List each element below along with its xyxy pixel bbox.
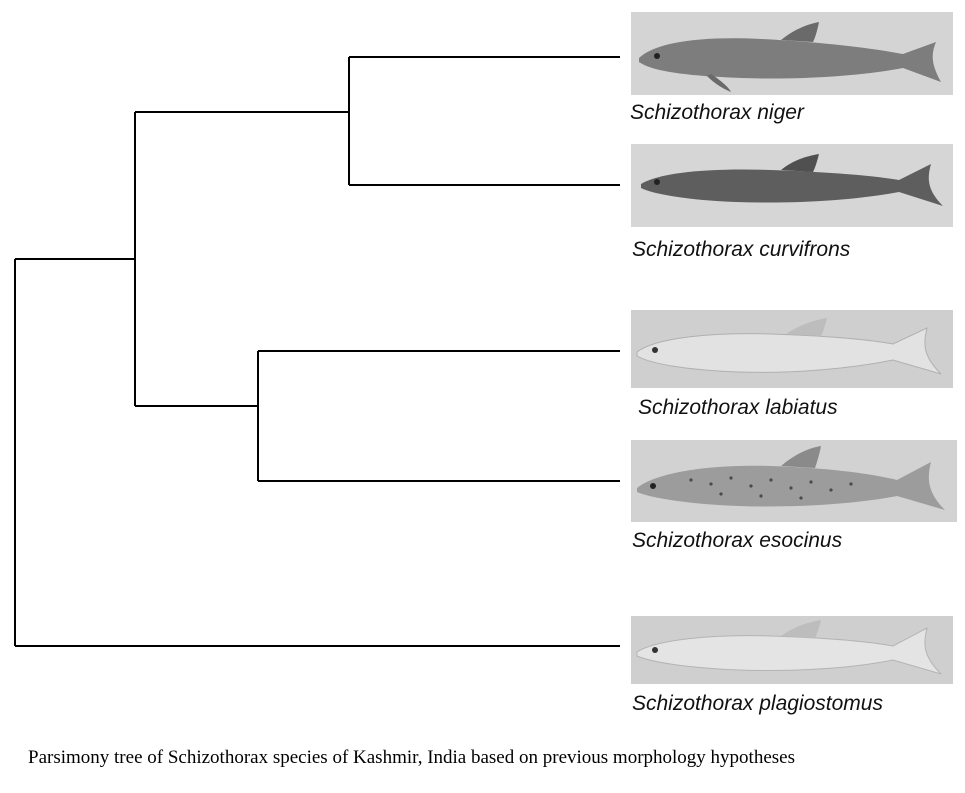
label-curvifrons: Schizothorax curvifrons: [632, 238, 851, 261]
fish-photo-labiatus: [631, 310, 953, 388]
fish-icon: [641, 154, 943, 206]
tree-branches: [14, 56, 620, 647]
label-plagiostomus: Schizothorax plagiostomus: [632, 692, 883, 715]
figure-caption: Parsimony tree of Schizothorax species o…: [28, 747, 795, 768]
fish-icon: [636, 620, 942, 675]
species-labels: Schizothorax niger Schizothorax curvifro…: [630, 101, 883, 715]
fish-photo-curvifrons: [631, 144, 953, 227]
species-photos: [631, 12, 957, 684]
fish-photo-niger: [631, 12, 953, 95]
label-labiatus: Schizothorax labiatus: [638, 396, 838, 419]
fish-icon: [639, 22, 941, 92]
fish-icon: [637, 446, 945, 510]
fish-icon: [636, 318, 942, 375]
label-esocinus: Schizothorax esocinus: [632, 529, 843, 552]
label-niger: Schizothorax niger: [630, 101, 805, 124]
fish-photo-esocinus: [631, 440, 957, 522]
fish-photo-plagiostomus: [631, 616, 953, 684]
